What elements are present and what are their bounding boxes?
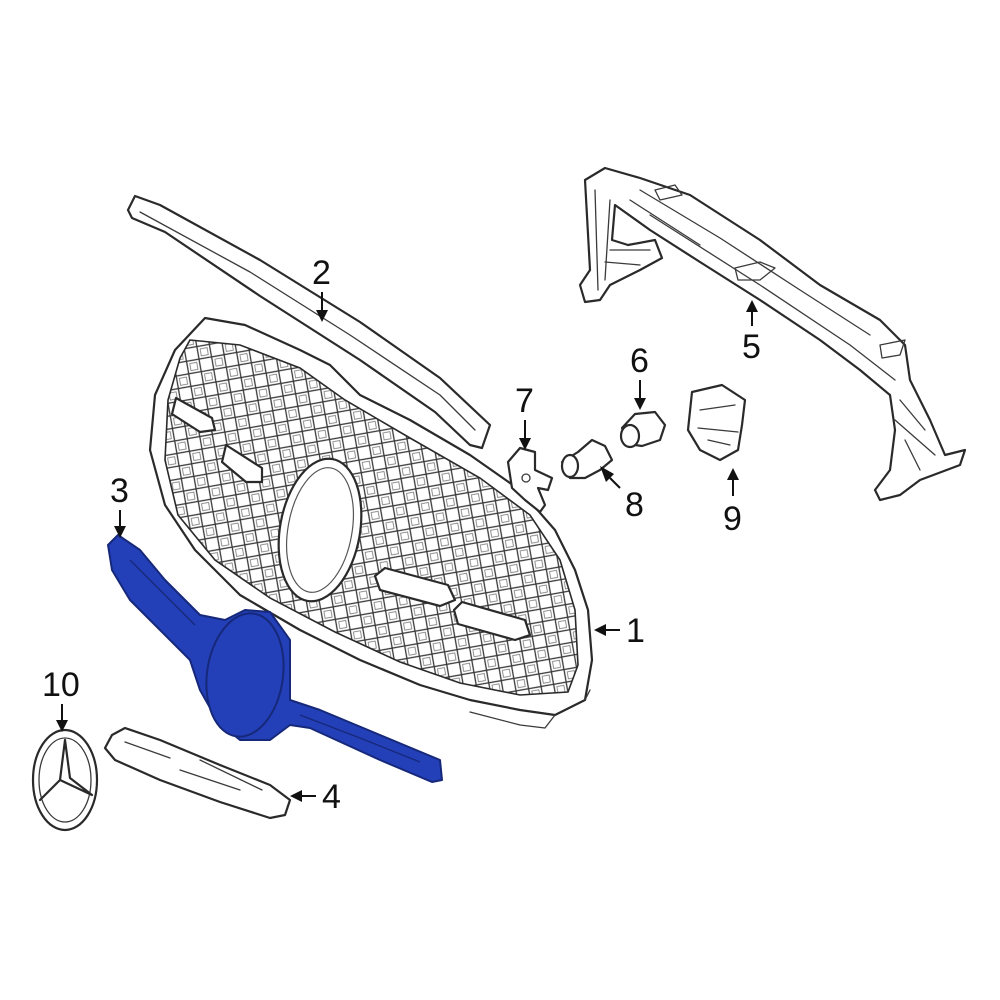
part-2-upper-trim-strip	[126, 194, 492, 450]
callout-2: 2	[312, 254, 331, 292]
callout-9: 9	[723, 500, 742, 538]
callout-3: 3	[110, 472, 129, 510]
callout-8: 8	[625, 486, 644, 524]
callout-7: 7	[515, 382, 534, 420]
callout-6: 6	[630, 342, 649, 380]
part-9-mount-bracket	[686, 383, 747, 462]
part-7-bracket	[506, 446, 554, 514]
part-10-star-emblem	[31, 728, 99, 832]
part-1-grille-assembly	[148, 316, 594, 729]
callout-1: 1	[626, 612, 645, 650]
part-4-lower-trim-strip	[103, 726, 292, 820]
part-6-sensor	[619, 410, 667, 449]
callout-10: 10	[42, 666, 80, 704]
callout-5: 5	[742, 328, 761, 366]
part-5-support-bracket	[578, 166, 967, 502]
part-8-sensor	[560, 438, 614, 480]
callout-4: 4	[322, 778, 341, 816]
callout-leaders	[56, 292, 758, 802]
part-3-grille-trim-highlighted	[107, 534, 443, 783]
